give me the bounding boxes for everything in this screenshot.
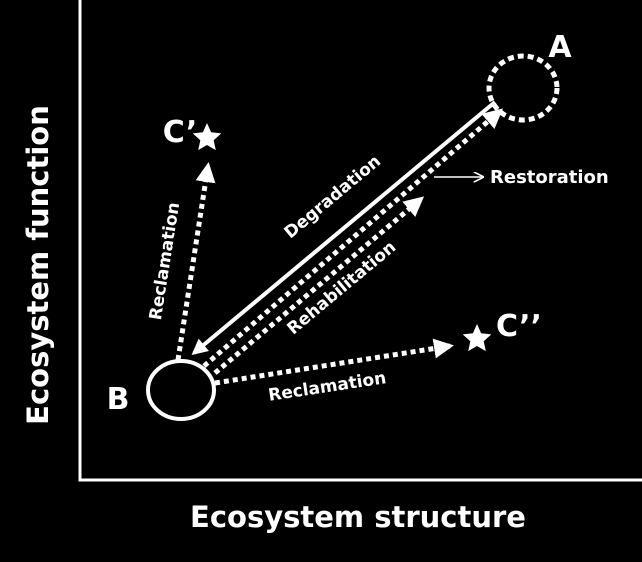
reclamation-right-label: Reclamation bbox=[267, 368, 388, 406]
rehabilitation-label: Rehabilitation bbox=[283, 237, 400, 339]
state-b-circle bbox=[146, 359, 216, 421]
state-a-circle bbox=[486, 53, 560, 123]
reclamation-up-arrow bbox=[175, 162, 216, 361]
y-axis-title: Ecosystem function bbox=[21, 105, 55, 425]
reclamation-right-arrow bbox=[214, 338, 454, 386]
reclamation-up-label: Reclamation bbox=[146, 201, 184, 322]
state-b-label: B bbox=[107, 382, 130, 417]
state-c-prime-star bbox=[192, 123, 222, 151]
x-axis-title: Ecosystem structure bbox=[190, 500, 526, 534]
state-c-double-prime-label: C’’ bbox=[496, 309, 542, 344]
state-a-label: A bbox=[548, 30, 572, 65]
degradation-label: Degradation bbox=[281, 151, 385, 243]
restoration-arrow bbox=[202, 108, 504, 368]
state-c-double-prime-star bbox=[462, 324, 492, 352]
degradation-arrow bbox=[191, 100, 497, 356]
rehabilitation-arrow bbox=[213, 196, 425, 375]
state-c-prime-label: C’ bbox=[163, 115, 198, 150]
restoration-label: Restoration bbox=[490, 167, 609, 188]
